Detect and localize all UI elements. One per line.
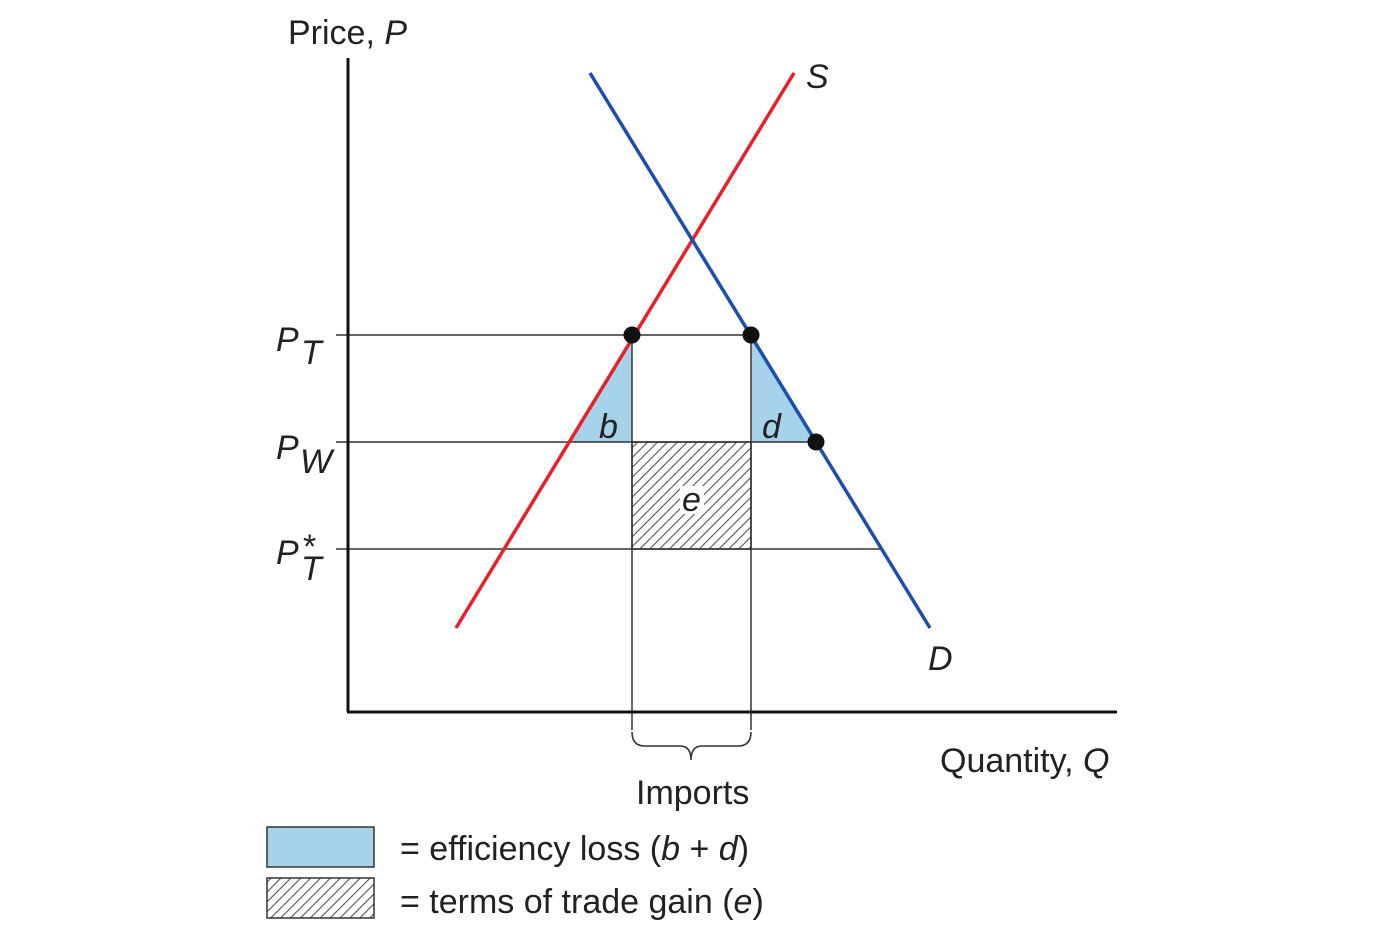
pt-star-label: P * T bbox=[276, 528, 324, 588]
imports-label: Imports bbox=[636, 774, 749, 812]
svg-text:W: W bbox=[300, 443, 335, 481]
svg-text:*: * bbox=[303, 528, 316, 566]
area-d-label: d bbox=[762, 408, 782, 446]
demand-point-pt bbox=[742, 326, 760, 344]
pw-label: P W bbox=[276, 429, 335, 481]
legend-efficiency-text: = efficiency loss (b + d) bbox=[400, 830, 749, 868]
area-e-label-bg bbox=[680, 486, 704, 514]
demand-label: D bbox=[928, 640, 953, 678]
supply-label: S bbox=[806, 58, 829, 96]
demand-point-pw bbox=[807, 433, 825, 451]
area-b-label: b bbox=[599, 408, 618, 446]
svg-text:P: P bbox=[276, 534, 299, 572]
x-axis-label: Quantity, Q bbox=[940, 742, 1109, 780]
supply-curve bbox=[454, 72, 796, 629]
area-e-label: e bbox=[682, 481, 701, 519]
imports-brace bbox=[631, 731, 752, 761]
legend-terms-text: = terms of trade gain (e) bbox=[400, 883, 764, 921]
y-axis-label: Price, P bbox=[288, 14, 407, 52]
svg-text:P: P bbox=[276, 429, 299, 467]
demand-curve bbox=[588, 72, 932, 629]
svg-text:T: T bbox=[301, 550, 324, 588]
svg-text:T: T bbox=[301, 334, 324, 372]
pt-label: P T bbox=[276, 321, 324, 372]
legend-terms-swatch bbox=[266, 877, 375, 919]
legend-efficiency-swatch bbox=[266, 826, 375, 868]
supply-point-pt bbox=[623, 326, 641, 344]
svg-text:P: P bbox=[276, 321, 299, 359]
